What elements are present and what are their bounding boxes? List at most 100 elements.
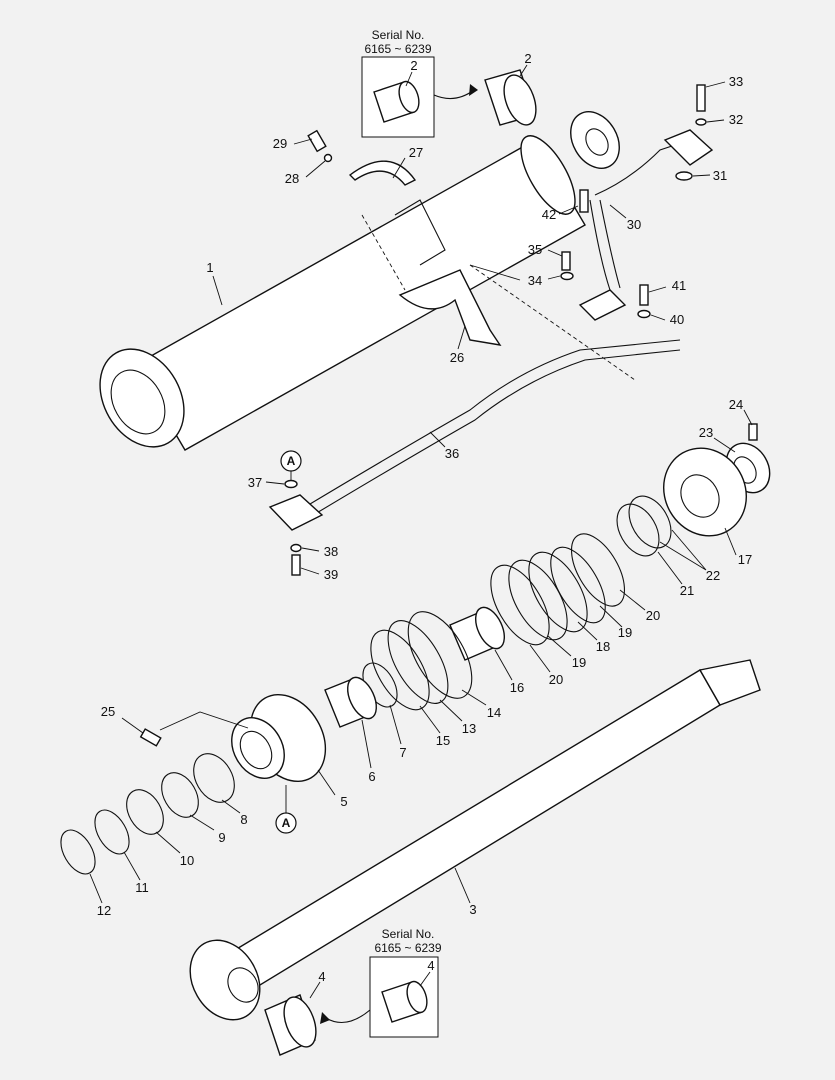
leader-8: [221, 799, 241, 814]
pipe-30-upper: [594, 139, 691, 196]
oring-31: [675, 171, 693, 181]
leader-28: [305, 160, 326, 178]
label-3: 3: [469, 902, 476, 917]
rod-eye-bore: [227, 967, 259, 1003]
label-9: 9: [218, 830, 225, 845]
label-26: 26: [450, 350, 464, 365]
leader-21: [657, 551, 683, 585]
cylinder-tube: [99, 111, 620, 451]
leader-20a: [619, 589, 646, 611]
pipe-30: [589, 199, 621, 301]
label-16: 16: [510, 680, 524, 695]
leader-25-head: [159, 711, 249, 731]
ring-18: [528, 551, 588, 633]
leader-31: [692, 174, 711, 177]
leader-inset-bottom: [419, 971, 431, 987]
clamp-27: [348, 160, 417, 186]
label-29: 29: [273, 136, 287, 151]
inset-top-arrow: [433, 89, 475, 100]
leader-4: [309, 981, 321, 999]
label-7: 7: [399, 745, 406, 760]
inset-top-part-label: 2: [410, 58, 417, 73]
leader-37: [265, 481, 285, 485]
leader-33: [705, 81, 726, 88]
piston-rod-3: [189, 659, 761, 1021]
label-12: 12: [97, 903, 111, 918]
pipe-30-flange: [578, 289, 627, 321]
bushing-6-face: [346, 676, 378, 720]
piston-17-bore: [680, 474, 720, 518]
seal-11: [94, 809, 130, 855]
rod-thread: [698, 659, 761, 706]
seal-9: [161, 772, 199, 818]
label-27: 27: [409, 145, 423, 160]
leader-2: [519, 64, 528, 77]
inset-top-arrowhead: [469, 84, 478, 96]
tube-eye-bore: [585, 128, 609, 156]
leader-5: [317, 769, 336, 796]
label-34: 34: [528, 273, 542, 288]
inset-bottom-arrowhead: [320, 1012, 330, 1024]
leader-27: [392, 157, 406, 179]
leader-34: [547, 275, 561, 280]
leader-25: [121, 717, 144, 734]
bolt-39: [291, 554, 301, 576]
pipe-36-outline: [304, 349, 681, 521]
leader-22: [659, 529, 707, 571]
callout-a-bottom: A: [275, 785, 297, 834]
bushing-inset-bottom-face: [406, 980, 428, 1014]
inset-bottom-part-label: 4: [427, 958, 434, 973]
leader-16: [494, 649, 513, 681]
label-25: 25: [101, 704, 115, 719]
bolt-33: [696, 84, 706, 112]
label-38: 38: [324, 544, 338, 559]
washer-32: [695, 118, 707, 126]
pipe-block-top: [663, 129, 714, 166]
leader-20b: [529, 644, 551, 673]
tube-flange-inner: [110, 369, 166, 435]
callout-a-top-text: A: [287, 454, 296, 468]
rod-head-5: [231, 693, 327, 783]
leader-23: [713, 437, 736, 453]
leader-1: [212, 275, 223, 306]
bolt-41: [639, 284, 649, 306]
rod-head-bore: [239, 730, 273, 770]
leader-41: [648, 286, 667, 293]
callout-a-top: A: [280, 450, 302, 480]
label-39: 39: [324, 567, 338, 582]
leader-9: [189, 814, 215, 831]
label-6: 6: [368, 769, 375, 784]
label-13: 13: [462, 721, 476, 736]
leader-15: [419, 705, 441, 734]
label-30: 30: [627, 217, 641, 232]
bushing-4-face: [283, 996, 317, 1048]
leader-29: [293, 138, 313, 145]
bolt-35: [561, 251, 571, 271]
pipe-36-block: [268, 494, 324, 531]
leader-35: [547, 249, 563, 257]
leader-lines: [89, 64, 753, 999]
label-21: 21: [680, 583, 694, 598]
label-20a: 20: [646, 608, 660, 623]
label-8: 8: [240, 812, 247, 827]
label-35: 35: [528, 242, 542, 257]
leader-42: [558, 205, 579, 215]
washer-40: [637, 309, 651, 319]
label-15: 15: [436, 733, 450, 748]
leader-19a: [599, 605, 623, 628]
label-17: 17: [738, 552, 752, 567]
ring-22a: [616, 503, 660, 557]
leader-6: [361, 719, 372, 769]
label-5: 5: [340, 794, 347, 809]
inset-bottom-arrow: [325, 1009, 371, 1024]
seal-12: [60, 829, 96, 875]
label-28: 28: [285, 171, 299, 186]
inset-top-title-line1: Serial No.: [372, 28, 425, 42]
inset-bottom-title-line1: Serial No.: [382, 927, 435, 941]
leader-17: [724, 527, 737, 556]
bolt-25: [139, 728, 162, 747]
washer-38: [290, 543, 302, 553]
leader-pipe-guide: [469, 264, 521, 281]
leader-12: [89, 873, 103, 904]
